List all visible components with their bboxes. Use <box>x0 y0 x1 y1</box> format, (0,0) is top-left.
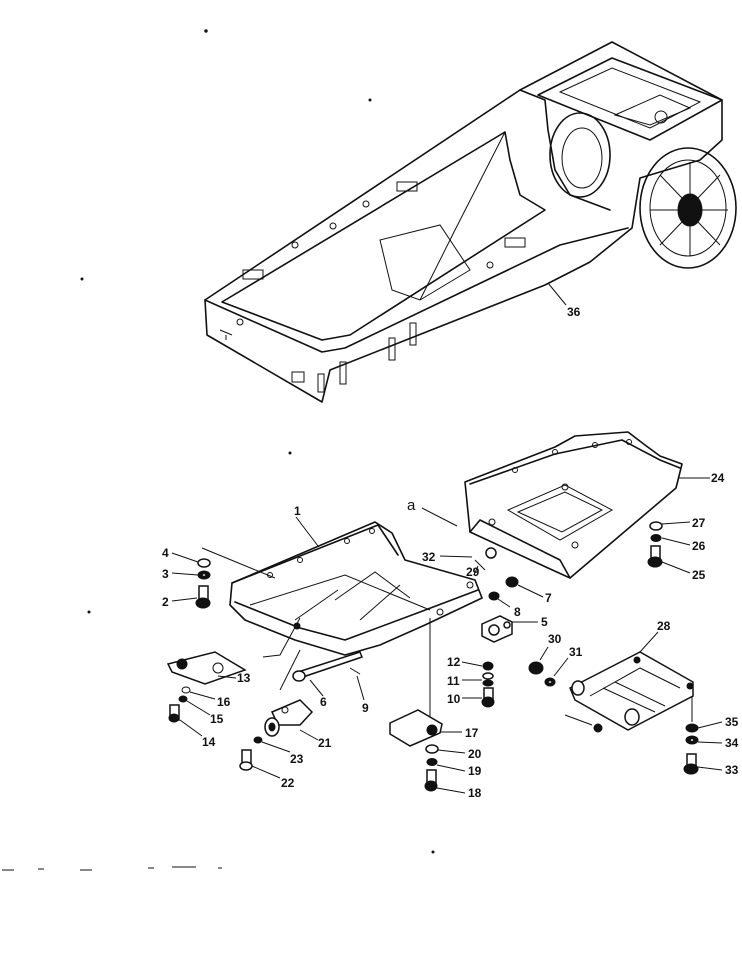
callout-31: 31 <box>569 645 583 659</box>
callout-27: 27 <box>692 516 706 530</box>
pin-29 <box>474 559 486 571</box>
bracket-5 <box>481 615 513 643</box>
cotter-9 <box>349 667 361 675</box>
callout-1: 1 <box>294 504 301 518</box>
washer-8 <box>488 591 500 601</box>
callout-8: 8 <box>514 605 521 619</box>
nut-7 <box>505 576 519 588</box>
callout-24: 24 <box>711 471 725 485</box>
bolt-14 <box>168 704 180 723</box>
callout-32: 32 <box>422 550 436 564</box>
callout-16: 16 <box>217 695 231 709</box>
front-guard <box>229 521 483 656</box>
bracket-13 <box>166 651 247 685</box>
fastener-stack-center <box>481 661 495 708</box>
plate-17 <box>389 709 443 747</box>
callout-12: 12 <box>447 655 461 669</box>
callout-18: 18 <box>468 786 482 800</box>
washer-16 <box>181 686 191 694</box>
callout-23: 23 <box>290 752 304 766</box>
callout-29: 29 <box>466 565 480 579</box>
scan-specks <box>2 29 435 871</box>
caster-21 <box>264 699 314 737</box>
callout-10: 10 <box>447 692 461 706</box>
callout-14: 14 <box>202 735 216 749</box>
callout-5: 5 <box>541 615 548 629</box>
callout-22: 22 <box>281 776 295 790</box>
bolt-22 <box>239 749 253 771</box>
callout-34: 34 <box>725 736 739 750</box>
callout-20: 20 <box>468 747 482 761</box>
plate-28 <box>564 651 694 733</box>
callout-7: 7 <box>545 591 552 605</box>
callout-11: 11 <box>447 674 460 688</box>
washer-19 <box>426 758 438 766</box>
fastener-stack-left <box>195 558 211 609</box>
callout-21: 21 <box>318 736 332 750</box>
callout-19: 19 <box>468 764 482 778</box>
callout-35: 35 <box>725 715 739 729</box>
callout-17: 17 <box>465 726 479 740</box>
callout-2: 2 <box>162 595 169 609</box>
callout-33: 33 <box>725 763 739 777</box>
washer-15 <box>178 695 188 703</box>
callout-25: 25 <box>692 568 706 582</box>
callout-6: 6 <box>320 695 327 709</box>
fastener-stack-right-bottom <box>683 723 699 775</box>
drive-hub <box>639 147 737 269</box>
pin-6 <box>292 651 363 682</box>
washer-20 <box>425 744 439 754</box>
main-frame <box>204 41 737 403</box>
callout-30: 30 <box>548 632 562 646</box>
rear-guard <box>464 431 683 579</box>
callout-28: 28 <box>657 619 671 633</box>
nut-30 <box>528 661 544 675</box>
bolt-18 <box>424 769 438 792</box>
callout-3: 3 <box>162 567 169 581</box>
washer-23 <box>253 736 263 744</box>
callout-15: 15 <box>210 712 224 726</box>
bushing-32 <box>485 547 497 559</box>
callout-4: 4 <box>162 546 169 560</box>
callout-26: 26 <box>692 539 706 553</box>
callout-a: a <box>407 497 416 514</box>
fastener-stack-right-top <box>647 521 663 568</box>
washer-31 <box>544 677 556 687</box>
callout-36: 36 <box>567 305 581 319</box>
callout-9: 9 <box>362 701 369 715</box>
callout-13: 13 <box>237 671 251 685</box>
